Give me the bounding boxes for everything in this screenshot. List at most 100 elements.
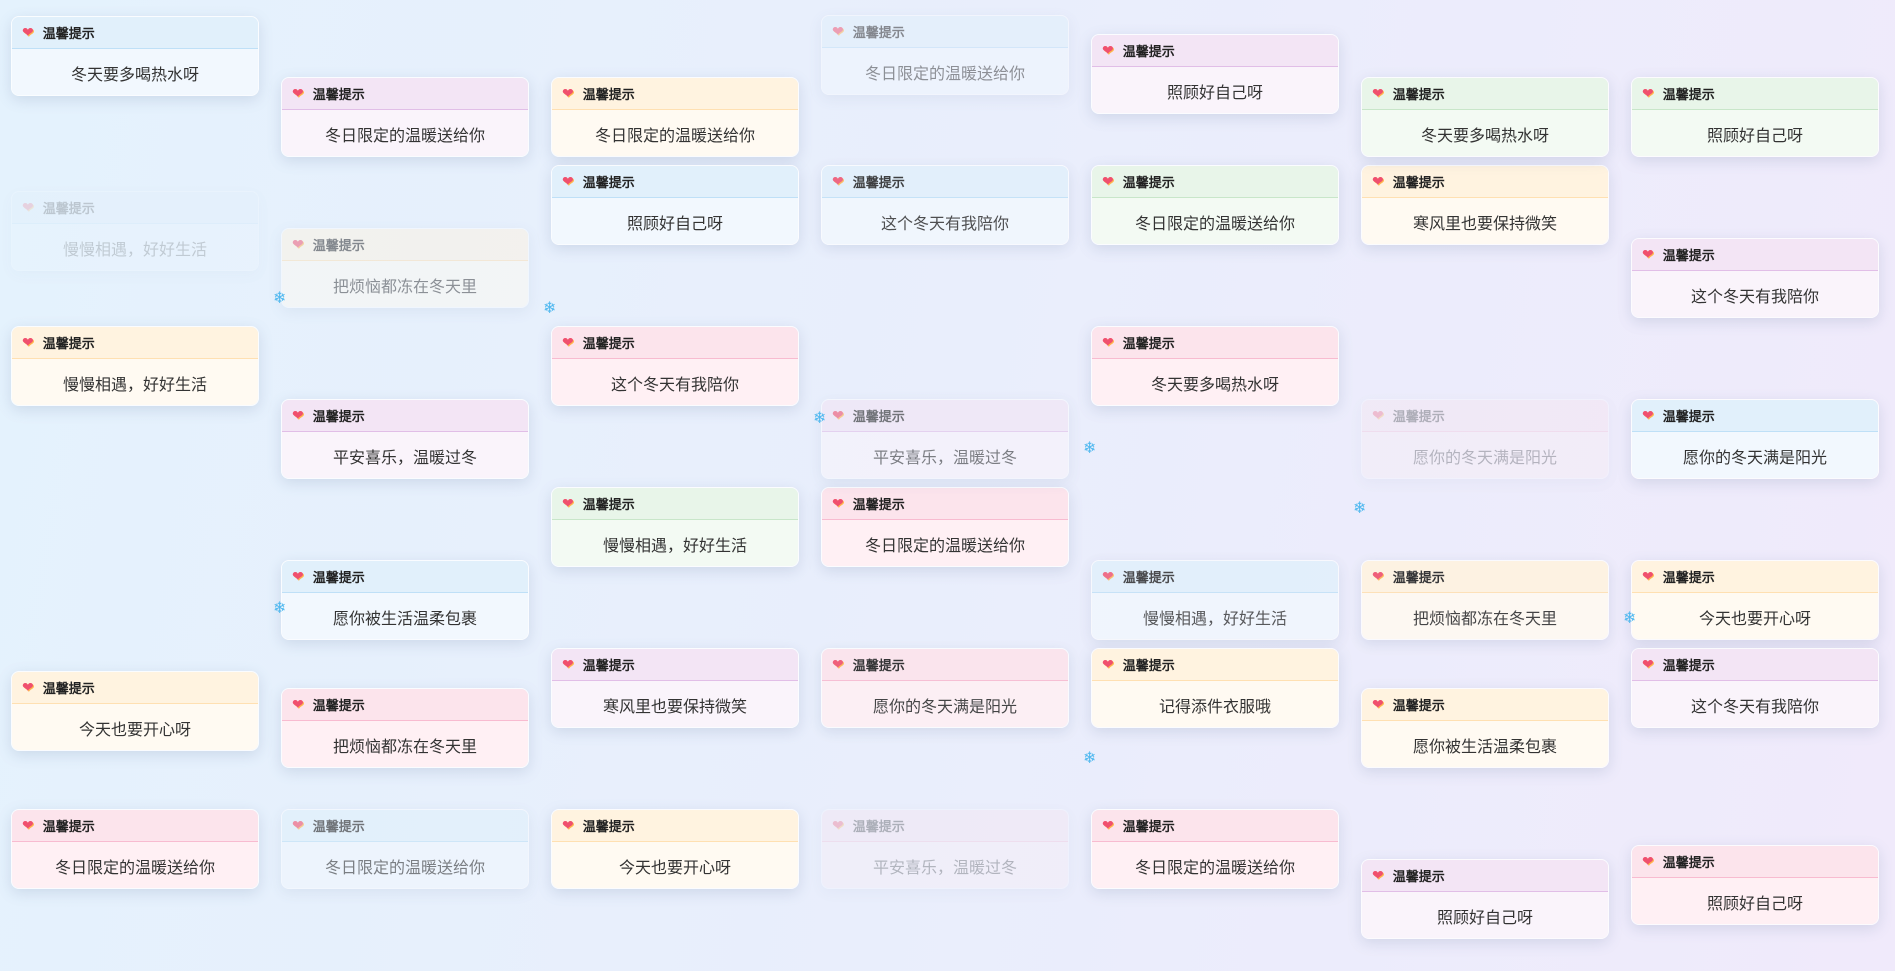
notification-card[interactable]: ❤温馨提示愿你的冬天满是阳光	[1631, 399, 1879, 479]
notification-card[interactable]: ❤温馨提示把烦恼都冻在冬天里	[1361, 560, 1609, 640]
heart-gift-icon: ❤	[292, 407, 304, 424]
card-header: ❤ 温馨提示	[282, 78, 528, 110]
heart-gift-icon: ❤	[1372, 85, 1384, 102]
heart-gift-icon: ❤	[832, 407, 844, 424]
notification-card[interactable]: ❤温馨提示冬日限定的温暖送给你	[821, 15, 1069, 95]
card-title: 温馨提示	[1392, 699, 1445, 714]
card-title: 温馨提示	[852, 176, 905, 191]
card-title: 温馨提示	[312, 699, 365, 714]
notification-card[interactable]: ❤温馨提示冬日限定的温暖送给你	[281, 809, 529, 889]
card-title: 温馨提示	[1122, 337, 1175, 352]
card-title: 温馨提示	[312, 88, 365, 103]
notification-card[interactable]: ❤温馨提示这个冬天有我陪你	[1631, 648, 1879, 728]
card-header: ❤温馨提示	[1362, 78, 1608, 110]
card-message: 冬日限定的温暖送给你	[282, 842, 528, 888]
notification-card[interactable]: ❤温馨提示冬天要多喝热水呀	[1361, 77, 1609, 157]
heart-gift-icon: ❤	[562, 495, 574, 512]
card-title: 温馨提示	[312, 410, 365, 425]
card-message: 冬日限定的温暖送给你	[1092, 842, 1338, 888]
notification-card[interactable]: ❤温馨提示平安喜乐，温暖过冬	[281, 399, 529, 479]
card-header: ❤温馨提示	[12, 192, 258, 224]
card-title: 温馨提示	[852, 820, 905, 835]
notification-card[interactable]: ❤温馨提示冬日限定的温暖送给你	[281, 77, 529, 157]
notification-card[interactable]: ❤温馨提示今天也要开心呀	[11, 671, 259, 751]
heart-gift-icon: ❤	[1372, 568, 1384, 585]
card-title: 温馨提示	[42, 27, 95, 42]
notification-card[interactable]: ❤温馨提示寒风里也要保持微笑	[551, 648, 799, 728]
card-header: ❤温馨提示	[12, 672, 258, 704]
card-message: 这个冬天有我陪你	[1632, 271, 1878, 317]
notification-card[interactable]: ❤温馨提示愿你的冬天满是阳光	[1361, 399, 1609, 479]
notification-card[interactable]: ❤温馨提示照顾好自己呀	[1631, 77, 1879, 157]
card-message: 慢慢相遇，好好生活	[552, 520, 798, 566]
notification-card[interactable]: ❤温馨提示愿你被生活温柔包裹	[281, 560, 529, 640]
card-header: ❤温馨提示	[1092, 35, 1338, 67]
notification-card[interactable]: ❤温馨提示愿你的冬天满是阳光	[821, 648, 1069, 728]
notification-card[interactable]: ❤温馨提示慢慢相遇，好好生活	[11, 191, 259, 271]
notification-card[interactable]: ❤温馨提示慢慢相遇，好好生活	[551, 487, 799, 567]
heart-gift-icon: ❤	[292, 85, 304, 102]
notification-card[interactable]: ❤温馨提示这个冬天有我陪你	[821, 165, 1069, 245]
notification-card[interactable]: ❤温馨提示照顾好自己呀	[551, 165, 799, 245]
card-header: ❤温馨提示	[282, 689, 528, 721]
notification-card[interactable]: ❤温馨提示寒风里也要保持微笑	[1361, 165, 1609, 245]
notification-card[interactable]: ❤温馨提示照顾好自己呀	[1091, 34, 1339, 114]
card-header: ❤温馨提示	[12, 327, 258, 359]
card-message: 冬日限定的温暖送给你	[552, 110, 798, 156]
card-header: ❤温馨提示	[1632, 649, 1878, 681]
heart-gift-icon: ❤	[22, 334, 34, 351]
card-message: 这个冬天有我陪你	[552, 359, 798, 405]
notification-card[interactable]: ❤温馨提示冬天要多喝热水呀	[1091, 326, 1339, 406]
card-header: ❤温馨提示	[1092, 166, 1338, 198]
notification-card[interactable]: ❤温馨提示平安喜乐，温暖过冬	[821, 809, 1069, 889]
card-message: 愿你的冬天满是阳光	[822, 681, 1068, 727]
notification-card[interactable]: ❤温馨提示慢慢相遇，好好生活	[1091, 560, 1339, 640]
notification-card[interactable]: ❤温馨提示冬天要多喝热水呀	[11, 16, 259, 96]
card-message: 这个冬天有我陪你	[1632, 681, 1878, 727]
card-title: 温馨提示	[582, 659, 635, 674]
card-message: 照顾好自己呀	[552, 198, 798, 244]
notification-card[interactable]: ❤温馨提示把烦恼都冻在冬天里	[281, 688, 529, 768]
notification-card[interactable]: ❤温馨提示今天也要开心呀	[551, 809, 799, 889]
snowflake-icon: ❄	[543, 298, 557, 317]
notification-card[interactable]: ❤温馨提示照顾好自己呀	[1361, 859, 1609, 939]
notification-card[interactable]: ❤ 温馨提示冬日限定的温暖送给你	[551, 77, 799, 157]
card-header: ❤ 温馨提示	[552, 78, 798, 110]
card-header: ❤温馨提示	[822, 16, 1068, 48]
card-title: 温馨提示	[1122, 571, 1175, 586]
notification-card[interactable]: ❤温馨提示平安喜乐，温暖过冬	[821, 399, 1069, 479]
notification-card[interactable]: ❤温馨提示把烦恼都冻在冬天里	[281, 228, 529, 308]
notification-card[interactable]: ❤温馨提示这个冬天有我陪你	[551, 326, 799, 406]
heart-gift-icon: ❤	[1102, 568, 1114, 585]
card-header: ❤温馨提示	[1092, 649, 1338, 681]
notification-card[interactable]: ❤温馨提示记得添件衣服哦	[1091, 648, 1339, 728]
card-title: 温馨提示	[852, 659, 905, 674]
card-header: ❤温馨提示	[822, 810, 1068, 842]
card-header: ❤温馨提示	[822, 400, 1068, 432]
notification-card[interactable]: ❤温馨提示冬日限定的温暖送给你	[11, 809, 259, 889]
heart-gift-icon: ❤	[1102, 173, 1114, 190]
card-title: 温馨提示	[1662, 88, 1715, 103]
notification-card[interactable]: ❤温馨提示愿你被生活温柔包裹	[1361, 688, 1609, 768]
card-message: 把烦恼都冻在冬天里	[1362, 593, 1608, 639]
card-title: 温馨提示	[582, 337, 635, 352]
heart-gift-icon: ❤	[562, 85, 574, 102]
snowflake-icon: ❄	[1083, 438, 1097, 457]
card-title: 温馨提示	[582, 88, 635, 103]
notification-card[interactable]: ❤温馨提示照顾好自己呀	[1631, 845, 1879, 925]
card-title: 温馨提示	[1122, 45, 1175, 60]
card-header: ❤温馨提示	[822, 488, 1068, 520]
notification-card[interactable]: ❤温馨提示慢慢相遇，好好生活	[11, 326, 259, 406]
snowflake-icon: ❄	[1623, 608, 1637, 627]
card-header: ❤温馨提示	[552, 488, 798, 520]
notification-card[interactable]: ❤温馨提示这个冬天有我陪你	[1631, 238, 1879, 318]
heart-gift-icon: ❤	[22, 817, 34, 834]
notification-card[interactable]: ❤温馨提示冬日限定的温暖送给你	[821, 487, 1069, 567]
heart-gift-icon: ❤	[1102, 656, 1114, 673]
notification-card[interactable]: ❤温馨提示冬日限定的温暖送给你	[1091, 165, 1339, 245]
notification-card[interactable]: ❤温馨提示今天也要开心呀	[1631, 560, 1879, 640]
notification-card[interactable]: ❤温馨提示冬日限定的温暖送给你	[1091, 809, 1339, 889]
card-message: 照顾好自己呀	[1632, 878, 1878, 924]
card-message: 冬日限定的温暖送给你	[1092, 198, 1338, 244]
card-message: 愿你被生活温柔包裹	[282, 593, 528, 639]
